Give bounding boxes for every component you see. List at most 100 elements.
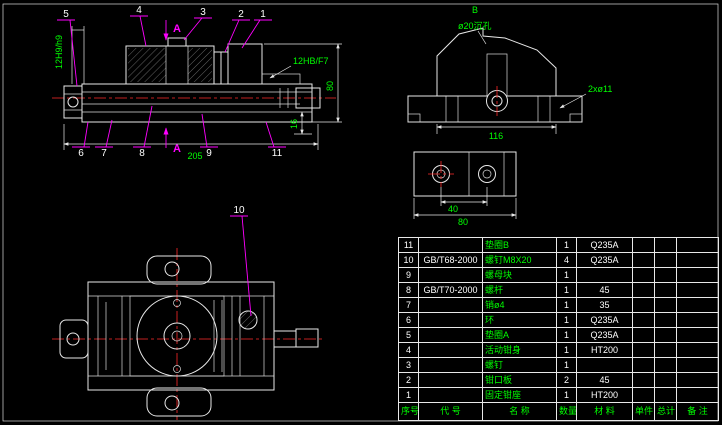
plan-body (87, 281, 275, 391)
bom-cell-unit (632, 237, 655, 253)
bom-header-no: 序号 (398, 402, 419, 421)
bom-cell-code (418, 387, 483, 403)
bom-cell-name: 固定钳座 (482, 387, 557, 403)
view-note-b: B (472, 5, 478, 15)
bom-cell-qty: 2 (556, 372, 577, 388)
detail-plate (413, 151, 517, 197)
bom-cell-name: 环 (482, 312, 557, 328)
end-plate-hole (67, 96, 79, 108)
bom-cell-code (418, 357, 483, 373)
bom-cell-qty: 1 (556, 357, 577, 373)
bom-cell-no: 6 (398, 312, 419, 328)
dim-16: 16 (289, 111, 312, 135)
bom-cell-total (654, 312, 677, 328)
mount-hole-bottom (164, 395, 180, 411)
bom-cell-total (654, 342, 677, 358)
bom-cell-note (676, 357, 719, 373)
fixed-base (81, 83, 313, 123)
bom-cell-no: 10 (398, 252, 419, 268)
bom-cell-material: HT200 (576, 387, 633, 403)
bom-cell-note (676, 342, 719, 358)
jaw-plate-left (213, 51, 222, 85)
end-plate (63, 85, 83, 119)
dim-205-label: 205 (187, 151, 202, 161)
balloon-8: 8 (139, 148, 145, 159)
bom-cell-qty: 1 (556, 297, 577, 313)
bom-header-qty: 数量 (556, 402, 577, 421)
dim-40: 40 (440, 187, 488, 214)
bom-cell-no: 11 (398, 237, 419, 253)
balloon-2: 2 (238, 9, 244, 20)
dim-80: 80 (264, 43, 342, 123)
bom-cell-no: 9 (398, 267, 419, 283)
bom-cell-name: 螺钉M8X20 (482, 252, 557, 268)
bom-header-name: 名 称 (482, 402, 557, 421)
balloon-5: 5 (63, 9, 69, 20)
front-view: 205 80 16 12H9/h9 12HB/F7 (52, 5, 342, 161)
bom-cell-unit (632, 342, 655, 358)
bom-row: 4 活动钳身 1 HT200 (398, 342, 719, 358)
bom-cell-total (654, 282, 677, 298)
bom-cell-no: 5 (398, 327, 419, 343)
balloon-1: 1 (260, 9, 266, 20)
balloons-top: 5 4 3 2 1 (57, 5, 272, 87)
bom-cell-code (418, 327, 483, 343)
bom-cell-material: 35 (576, 297, 633, 313)
dim-116: 116 (436, 124, 557, 141)
mount-tab-bottom (146, 387, 212, 417)
bom-header-note: 备 注 (676, 402, 719, 421)
plan-screw-end (295, 328, 319, 348)
bom-cell-name: 垫圈B (482, 237, 557, 253)
bom-cell-note (676, 312, 719, 328)
note-hole-dia: ø20沉孔 (458, 21, 492, 31)
dim-80-detail: 80 (413, 198, 517, 227)
bom-row: 9 螺母块 1 (398, 267, 719, 283)
detail-hole-right (478, 165, 496, 183)
bom-cell-name: 活动钳身 (482, 342, 557, 358)
bom-cell-unit (632, 267, 655, 283)
bom-cell-total (654, 327, 677, 343)
bom-cell-material: Q235A (576, 312, 633, 328)
dim-2x11: 2xø11 (559, 84, 612, 109)
bom-cell-unit (632, 372, 655, 388)
screw-head-section (238, 310, 258, 330)
bom-cell-note (676, 282, 719, 298)
bom-cell-code: GB/T68-2000 (418, 252, 483, 268)
bom-cell-unit (632, 357, 655, 373)
bom-row: 5 垫圈A 1 Q235A (398, 327, 719, 343)
balloon-10-group: 10 (230, 205, 252, 317)
bom-cell-material: 45 (576, 372, 633, 388)
bom-cell-unit (632, 252, 655, 268)
bom-row: 7 销ø4 1 35 (398, 297, 719, 313)
bom-cell-code: GB/T70-2000 (418, 282, 483, 298)
bom-header-total: 总计 (654, 402, 677, 421)
bom-cell-total (654, 387, 677, 403)
bom-cell-code (418, 297, 483, 313)
bom-cell-total (654, 357, 677, 373)
bom-cell-material (576, 267, 633, 283)
bom-cell-code (418, 237, 483, 253)
bom-cell-name: 销ø4 (482, 297, 557, 313)
bom-cell-material: Q235A (576, 252, 633, 268)
plan-view: 10 (52, 205, 324, 420)
bom-cell-name: 螺母块 (482, 267, 557, 283)
bom-header-row: 序号 代 号 名 称 数量 材 料 单件 总计 备 注 (398, 402, 719, 421)
balloon-10: 10 (233, 205, 245, 216)
jaw-plate-right (220, 51, 229, 85)
bom-cell-unit (632, 327, 655, 343)
balloon-3: 3 (200, 7, 206, 18)
bom-cell-unit (632, 312, 655, 328)
fit-dim-right-label: 12HB/F7 (293, 56, 329, 66)
bom-cell-name: 螺杆 (482, 282, 557, 298)
bom-cell-total (654, 237, 677, 253)
bom-cell-no: 4 (398, 342, 419, 358)
swivel-circle (136, 295, 218, 377)
dim-2x11-label: 2xø11 (588, 84, 612, 94)
dim-16-label: 16 (289, 119, 299, 129)
bom-cell-no: 1 (398, 387, 419, 403)
bom-cell-qty: 1 (556, 282, 577, 298)
bom-table: 11 垫圈B 1 Q235A 10 GB/T68-2000 螺钉M8X20 4 … (398, 237, 719, 421)
bom-cell-qty: 1 (556, 327, 577, 343)
bom-cell-note (676, 237, 719, 253)
